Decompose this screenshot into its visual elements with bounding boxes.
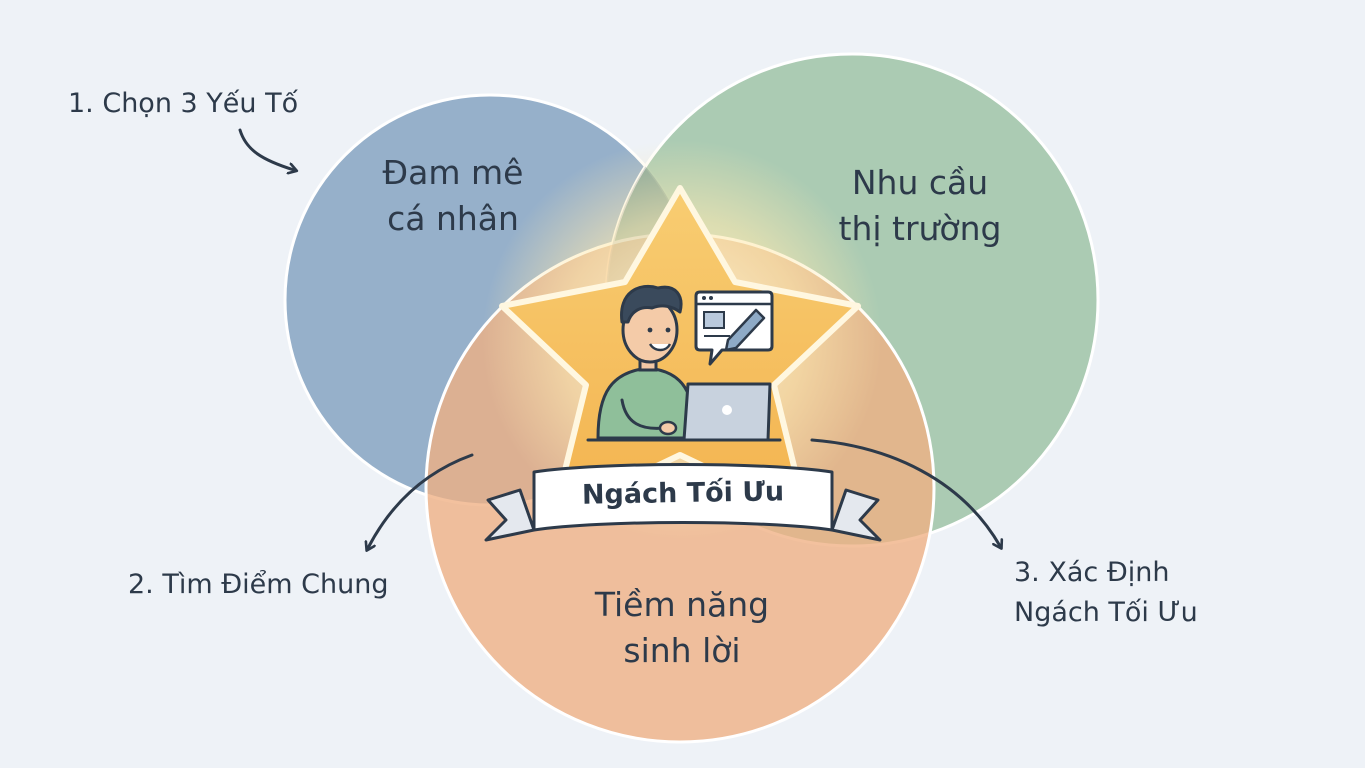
person-at-laptop-icon [586, 284, 782, 442]
profit-line2: sinh lời [623, 631, 741, 670]
circle-label-passion: Đam mê cá nhân [383, 150, 524, 242]
arrow-step3 [810, 438, 1000, 546]
ribbon-label: Ngách Tối Ưu [581, 476, 785, 511]
profit-line1: Tiềm năng [594, 585, 770, 624]
edit-document-icon [694, 290, 774, 366]
circle-label-market: Nhu cầu thị trường [839, 160, 1002, 252]
market-line2: thị trường [838, 209, 1002, 248]
market-line1: Nhu cầu [851, 163, 989, 202]
circle-label-profit: Tiềm năng sinh lời [595, 582, 769, 674]
step1-label: 1. Chọn 3 Yếu Tố [68, 88, 299, 119]
arrow-step2 [368, 453, 474, 548]
passion-line1: Đam mê [382, 153, 524, 192]
ribbon-banner [484, 463, 882, 542]
step3-line2: Ngách Tối Ưu [1014, 597, 1198, 628]
step2-label: 2. Tìm Điểm Chung [128, 569, 389, 600]
step3-line1: 3. Xác Định [1014, 557, 1170, 588]
arrow-step1 [238, 128, 294, 170]
passion-line2: cá nhân [387, 199, 519, 238]
step3-label: 3. Xác Định Ngách Tối Ưu [1014, 553, 1198, 633]
